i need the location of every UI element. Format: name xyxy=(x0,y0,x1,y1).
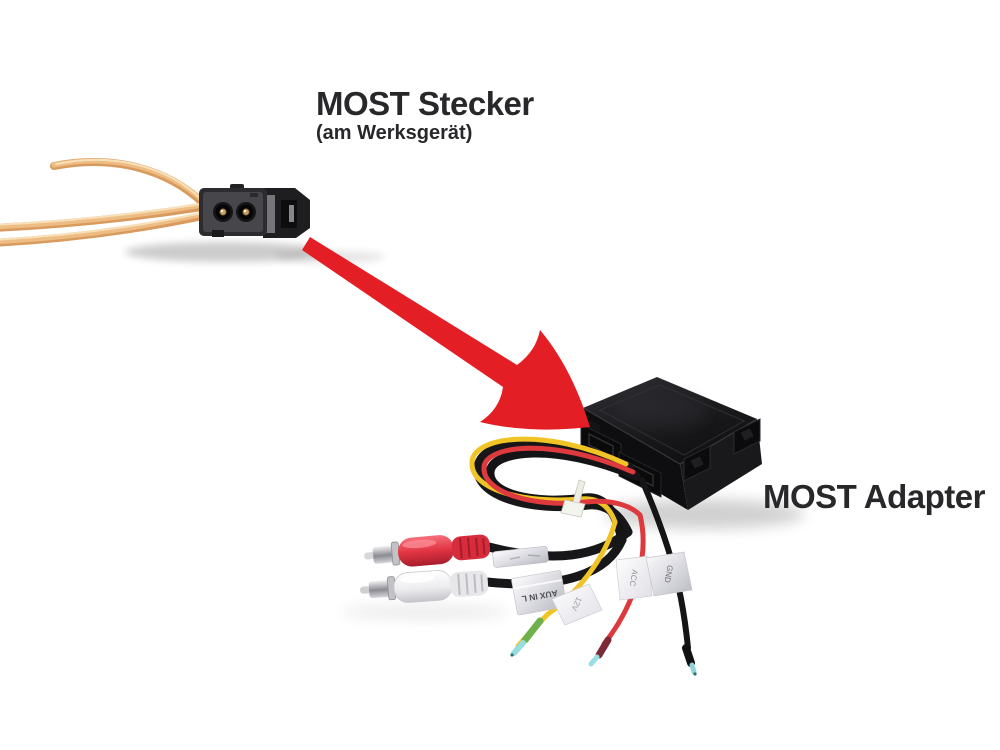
fiber-port-right xyxy=(236,202,256,222)
connector-frame-insert xyxy=(265,195,275,233)
terminal-green-sleeve xyxy=(521,617,544,644)
rca-red-body xyxy=(397,535,454,567)
fiber-strand-upper-highlight xyxy=(0,203,202,226)
most-adapter-box xyxy=(580,377,762,510)
adapter-latch-front-notch xyxy=(690,456,704,469)
wire-terminals xyxy=(510,617,697,676)
fiber-strand-arc-highlight xyxy=(55,158,202,200)
rca-white-highlight xyxy=(400,574,435,584)
adapter-left-face xyxy=(583,408,688,510)
connector-detail xyxy=(250,193,258,197)
terminal-black-point xyxy=(693,672,697,676)
connector-latch-pin xyxy=(289,205,294,222)
terminal-maroon-sleeve xyxy=(595,636,612,659)
rca-red-highlight xyxy=(402,539,437,549)
adapter-top-sheen xyxy=(617,396,707,428)
rca-plug-red xyxy=(364,534,491,567)
sleeve-label-upper xyxy=(492,546,549,568)
acc-label-body xyxy=(615,555,653,601)
sleeve-label-upper-body xyxy=(492,546,549,568)
fiber-optic-cables xyxy=(0,158,207,247)
pointer-arrow xyxy=(302,237,590,430)
power-12v-label: 12V xyxy=(551,583,603,626)
terminal-maroon-tip xyxy=(588,654,600,667)
fiber-strand-lower-mid xyxy=(0,211,206,245)
rca-white-tip xyxy=(368,580,391,599)
yellow-wire xyxy=(469,436,629,649)
fiber-port-left xyxy=(213,202,233,222)
stecker-title: MOST Stecker xyxy=(316,85,534,122)
cable-tie-head xyxy=(560,499,586,518)
terminal-green-tip xyxy=(511,640,526,656)
sleeve-label-upper-print xyxy=(510,554,541,560)
fiber-strand-upper-mid xyxy=(0,202,205,230)
most-connector xyxy=(199,184,310,238)
adapter-edge-highlight xyxy=(582,407,758,465)
rca-white-pin xyxy=(360,586,372,594)
acc-label-text: ACC xyxy=(628,569,640,587)
adapter-top-seam xyxy=(598,384,746,456)
gnd-label-text: GND xyxy=(662,564,674,583)
rca-plug-white xyxy=(360,570,489,603)
gnd-black-wire xyxy=(639,477,691,651)
gnd-label-body xyxy=(645,551,693,597)
terminal-green-point xyxy=(510,653,514,657)
power-12v-label-body xyxy=(551,583,603,626)
rca-red-pin xyxy=(364,552,376,560)
adapter-socket1-tab xyxy=(586,418,600,432)
gnd-label: GND xyxy=(645,551,693,597)
terminal-black-tip xyxy=(689,662,697,675)
adapter-latch-right-notch xyxy=(740,428,754,441)
rca-white-ribs xyxy=(457,573,484,596)
rca-red-ribs xyxy=(459,537,486,559)
cable-tie xyxy=(560,479,586,518)
terminal-black-sleeve xyxy=(682,644,695,667)
rca-shadow xyxy=(340,604,510,620)
rca-white-body xyxy=(393,570,453,603)
aux-in-l-label-fold xyxy=(512,578,563,590)
stecker-subtitle: (am Werksgerät) xyxy=(316,122,473,144)
rca-red-tip xyxy=(372,545,395,564)
connector-foot xyxy=(212,230,224,237)
fiber-strand-lower-highlight xyxy=(0,212,203,241)
adapter-title: MOST Adapter xyxy=(763,478,985,515)
aux-in-l-label: AUX IN L xyxy=(511,570,567,616)
acc-label: ACC xyxy=(615,555,653,601)
